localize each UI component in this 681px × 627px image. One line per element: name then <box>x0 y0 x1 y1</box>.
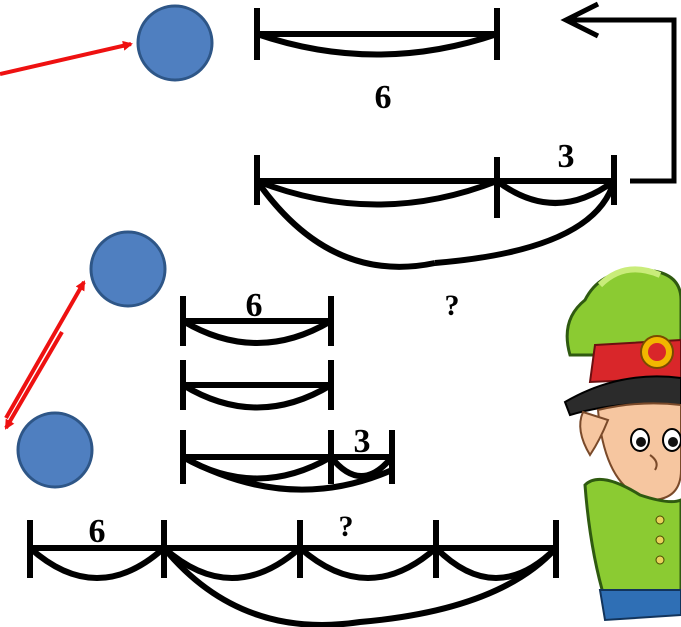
blue-circle-3[interactable] <box>16 411 94 489</box>
red-arrows <box>0 40 133 430</box>
cartoon-boy-illustration <box>563 266 681 622</box>
arrow-to-circle-3 <box>4 330 64 430</box>
diagram-1-added-label: 3 <box>558 138 575 175</box>
diagram-1 <box>254 8 500 60</box>
arrow-to-circle-1 <box>0 40 133 76</box>
diagram-2 <box>180 296 395 493</box>
blue-circle-1[interactable] <box>136 4 214 82</box>
arrow-to-circle-2 <box>4 280 86 419</box>
blue-circles <box>16 4 214 489</box>
blue-circle-2[interactable] <box>89 230 167 308</box>
diagram-2-part-label: 6 <box>246 287 263 324</box>
diagram-1-bottom <box>254 155 617 270</box>
diagram-1-total-label: ? <box>445 289 460 322</box>
diagram-3-part-label: 6 <box>89 513 106 550</box>
diagram-3 <box>27 520 559 627</box>
diagram-3-total-label: ? <box>339 510 354 543</box>
diagram-1-part-label: 6 <box>375 79 392 116</box>
return-arrow <box>560 1 677 184</box>
diagram-2-added-label: 3 <box>354 423 371 460</box>
